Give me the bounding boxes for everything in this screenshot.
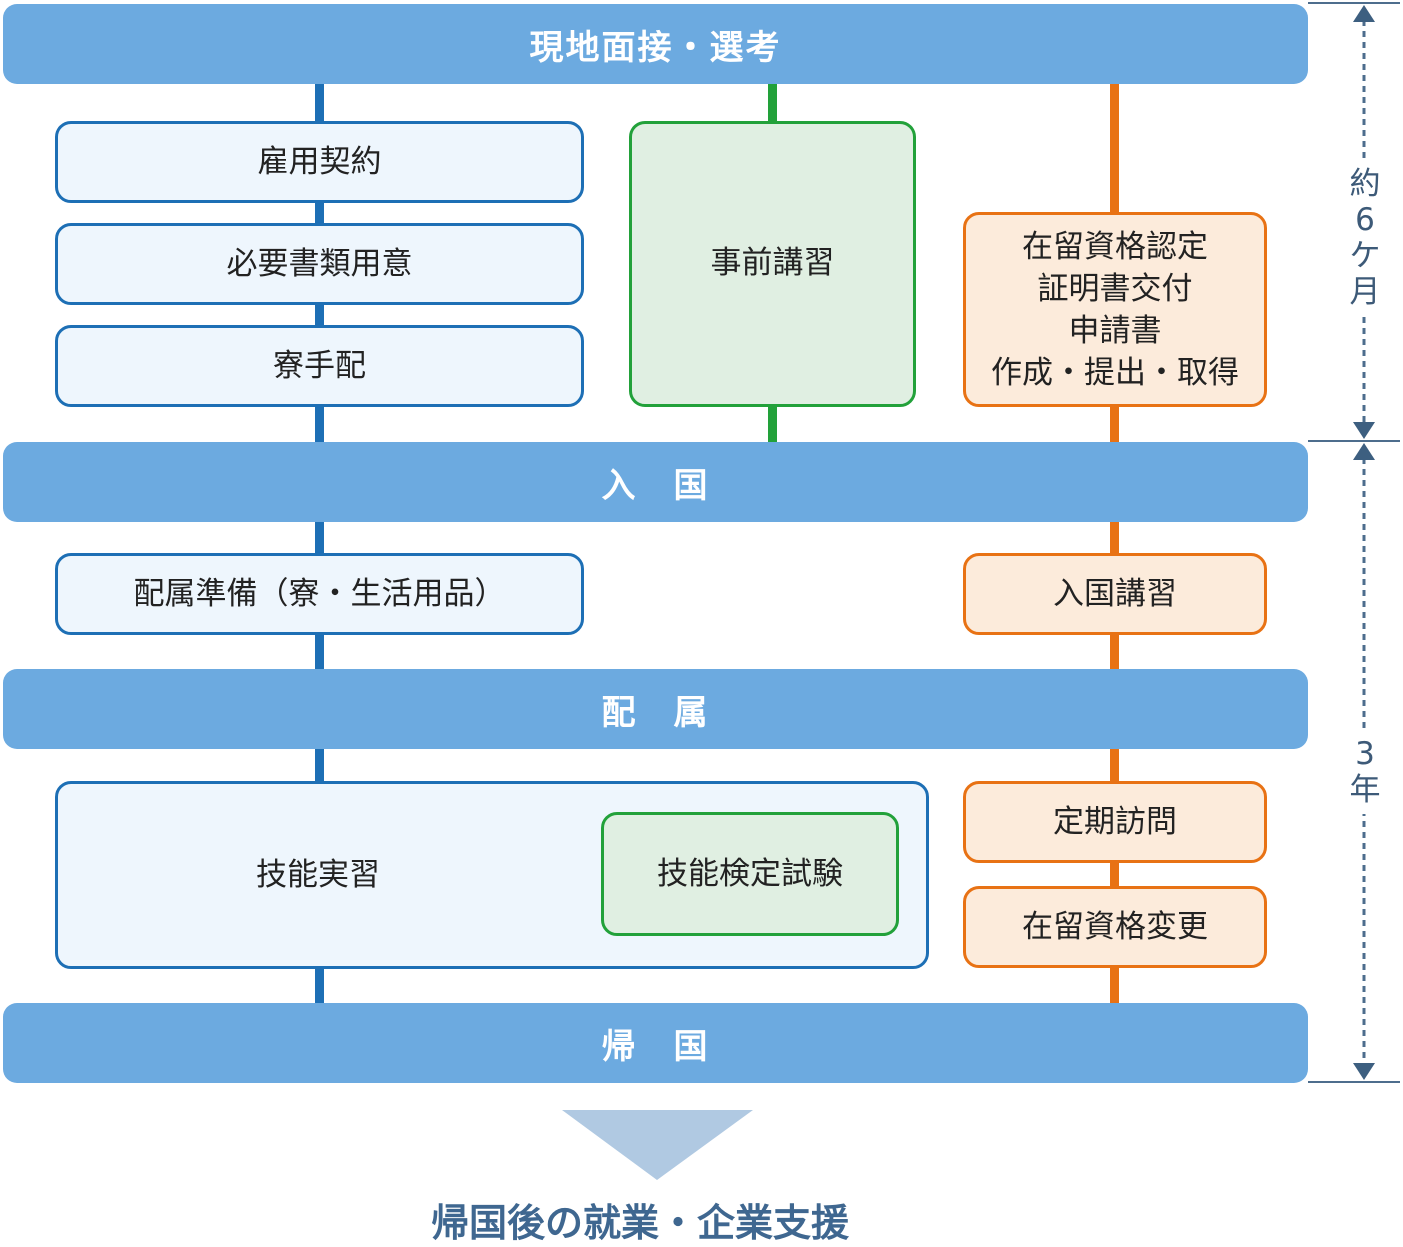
pre-training-label: 事前講習 bbox=[710, 245, 835, 281]
duration-six-months-char-1: 約 bbox=[1349, 166, 1381, 202]
skill-exam-box: 技能検定試験 bbox=[601, 812, 899, 936]
stage-assignment-label: 配 属 bbox=[601, 692, 710, 733]
status-change-box: 在留資格変更 bbox=[963, 886, 1267, 968]
employment-contract-box: 雇用契約 bbox=[55, 121, 584, 203]
residence-status-line-3: 申請書 bbox=[1068, 312, 1162, 349]
documents-label: 必要書類用意 bbox=[226, 246, 413, 282]
periodic-visit-box: 定期訪問 bbox=[963, 781, 1267, 863]
stage-return-bar: 帰 国 bbox=[3, 1003, 1308, 1083]
periodic-visit-label: 定期訪問 bbox=[1053, 804, 1177, 840]
duration-six-months-char-3: ケ bbox=[1349, 238, 1381, 274]
duration-three-years-char-1: 3 bbox=[1355, 736, 1375, 772]
dormitory-arrangement-label: 寮手配 bbox=[273, 348, 366, 384]
post-return-support-label: 帰国後の就業・企業支援 bbox=[430, 1201, 849, 1245]
skill-exam-label: 技能検定試験 bbox=[657, 856, 843, 892]
stage-assignment-bar: 配 属 bbox=[3, 669, 1308, 749]
duration-six-months-char-4: 月 bbox=[1349, 274, 1381, 310]
assignment-prep-label: 配属準備（寮・生活用品） bbox=[133, 576, 506, 612]
duration-six-months-char-2: 6 bbox=[1355, 202, 1375, 238]
duration-three-years-char-2: 年 bbox=[1349, 772, 1381, 808]
stage-return-label: 帰 国 bbox=[601, 1026, 710, 1067]
down-arrow-icon bbox=[562, 1110, 753, 1180]
duration-three-years: 3 年 bbox=[1330, 730, 1400, 814]
entry-training-box: 入国講習 bbox=[963, 553, 1267, 635]
documents-box: 必要書類用意 bbox=[55, 223, 584, 305]
residence-status-line-1: 在留資格認定 bbox=[1022, 228, 1208, 265]
status-change-label: 在留資格変更 bbox=[1022, 909, 1208, 945]
stage-selection-label: 現地面接・選考 bbox=[529, 27, 782, 68]
technical-training-label: 技能実習 bbox=[256, 857, 380, 893]
orange-track-line-3 bbox=[1110, 745, 1119, 1010]
pre-training-box: 事前講習 bbox=[629, 121, 916, 407]
duration-six-months: 約 6 ケ 月 bbox=[1330, 160, 1400, 316]
assignment-prep-box: 配属準備（寮・生活用品） bbox=[55, 553, 584, 635]
entry-training-label: 入国講習 bbox=[1053, 576, 1177, 612]
employment-contract-label: 雇用契約 bbox=[257, 144, 382, 180]
stage-selection-bar: 現地面接・選考 bbox=[3, 4, 1308, 84]
stage-entry-label: 入 国 bbox=[601, 465, 710, 506]
residence-status-line-2: 証明書交付 bbox=[1037, 270, 1193, 307]
residence-status-box: 在留資格認定 証明書交付 申請書 作成・提出・取得 bbox=[963, 212, 1267, 407]
residence-status-line-4: 作成・提出・取得 bbox=[991, 354, 1239, 391]
stage-entry-bar: 入 国 bbox=[3, 442, 1308, 522]
dormitory-arrangement-box: 寮手配 bbox=[55, 325, 584, 407]
